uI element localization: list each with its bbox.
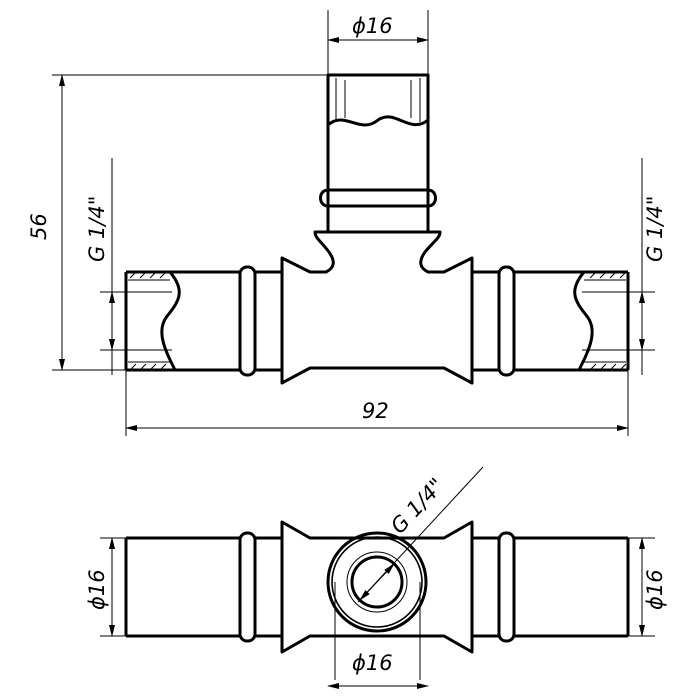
dimension-height: 56	[27, 74, 328, 371]
bottom-diameter-label: ϕ16	[352, 651, 393, 675]
dimension-right-thread: G 1/4"	[628, 158, 667, 375]
left-pipe	[124, 265, 282, 377]
left-thread-label: G 1/4"	[85, 196, 109, 262]
dimension-left-diameter: ϕ16	[85, 537, 126, 637]
right-pipe	[472, 265, 630, 377]
top-view: ϕ16 56 G 1/4" G 1/4" 92	[27, 10, 667, 436]
port-thread-label: G 1/4"	[386, 473, 449, 538]
bottom-view: G 1/4" ϕ16 ϕ16 ϕ16	[85, 466, 667, 689]
dimension-branch-diameter: ϕ16	[327, 10, 429, 75]
port-circle	[326, 531, 428, 633]
dimension-length: 92	[125, 370, 629, 436]
branch-diameter-label: ϕ16	[352, 14, 393, 38]
right-diameter-label: ϕ16	[643, 569, 667, 610]
dimension-left-thread: G 1/4"	[85, 158, 126, 375]
top-branch	[319, 73, 437, 232]
dimension-right-diameter: ϕ16	[628, 537, 667, 637]
tee-body	[280, 230, 474, 385]
dimension-bottom-diameter: ϕ16	[327, 651, 429, 689]
height-label: 56	[27, 213, 51, 240]
right-thread-label: G 1/4"	[643, 196, 667, 262]
left-diameter-label: ϕ16	[85, 569, 109, 610]
length-label: 92	[362, 399, 389, 423]
